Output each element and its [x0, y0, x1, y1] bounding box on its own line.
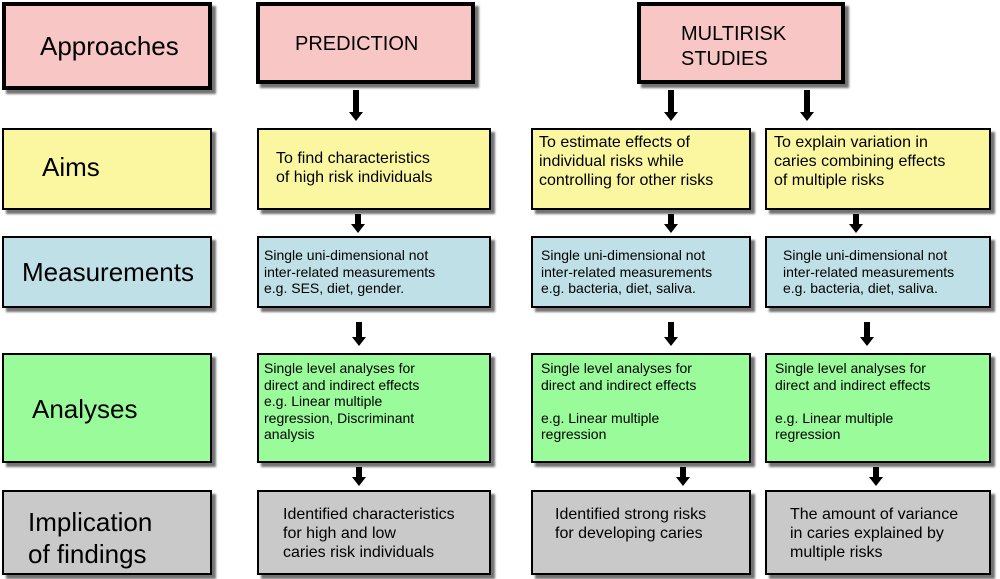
prediction-aim-box — [257, 128, 491, 210]
implication-label: Implication of findings — [28, 507, 153, 569]
multirisk-right-implication-text: The amount of variance in caries explain… — [790, 506, 959, 561]
prediction-measurement-text: Single uni-dimensional not inter-related… — [264, 247, 436, 297]
implication-label-box — [2, 490, 212, 575]
multirisk-left-aim-text: To estimate effects of individual risks … — [539, 134, 714, 189]
approaches-label: Approaches — [40, 31, 179, 61]
multirisk-header: MULTIRISK STUDIES — [681, 23, 787, 70]
arrow-prediction-analysis-to-implication — [352, 467, 366, 486]
multirisk-right-aim-box — [765, 128, 991, 210]
prediction-analysis-text: Single level analyses for direct and ind… — [264, 360, 420, 443]
multirisk-right-implication-box — [765, 490, 991, 575]
arrow-right-analysis-to-implication — [869, 467, 883, 486]
measurements-label: Measurements — [22, 257, 194, 287]
prediction-analysis-box — [257, 353, 491, 463]
multirisk-right-analysis-text: Single level analyses for direct and ind… — [775, 360, 931, 443]
multirisk-right-aim-text: To explain variation in caries combining… — [774, 134, 946, 189]
multirisk-left-measurement-box — [531, 236, 751, 308]
multirisk-header-box — [637, 2, 845, 84]
arrow-multirisk-header-to-left-aim — [664, 90, 678, 121]
multirisk-left-measurement-text: Single uni-dimensional not inter-related… — [541, 247, 713, 297]
multirisk-right-measurement-text: Single uni-dimensional not inter-related… — [783, 247, 955, 297]
multirisk-left-analysis-text: Single level analyses for direct and ind… — [541, 360, 697, 443]
arrow-prediction-measurement-to-analysis — [352, 322, 366, 346]
prediction-implication-text: Identified characteristics for high and … — [283, 506, 455, 561]
analyses-label: Analyses — [32, 394, 138, 424]
arrow-left-analysis-to-implication — [676, 467, 690, 486]
multirisk-right-analysis-box — [765, 353, 991, 463]
prediction-aim-text: To find characteristics of high risk ind… — [276, 150, 433, 186]
aims-label: Aims — [42, 152, 100, 182]
prediction-measurement-box — [257, 236, 491, 308]
arrow-multirisk-header-to-right-aim — [800, 90, 814, 121]
multirisk-left-implication-text: Identified strong risks for developing c… — [555, 506, 707, 542]
arrow-left-aim-to-measurement — [664, 214, 678, 233]
prediction-header-box — [256, 2, 475, 84]
multirisk-left-implication-box — [531, 490, 751, 575]
multirisk-right-measurement-box — [765, 236, 991, 308]
multirisk-left-analysis-box — [531, 353, 751, 463]
analyses-label-box — [2, 353, 212, 463]
approaches-label-box — [2, 2, 212, 90]
arrow-right-measurement-to-analysis — [860, 322, 874, 346]
measurements-label-box — [2, 236, 212, 308]
arrow-prediction-aim-to-measurement — [351, 214, 365, 233]
prediction-header: PREDICTION — [295, 33, 419, 55]
arrow-left-measurement-to-analysis — [664, 322, 678, 346]
prediction-implication-box — [257, 490, 491, 575]
multirisk-left-aim-box — [531, 128, 751, 210]
aims-label-box — [2, 128, 212, 210]
arrow-prediction-header-to-aim — [349, 90, 363, 121]
arrow-right-aim-to-measurement — [849, 214, 863, 233]
